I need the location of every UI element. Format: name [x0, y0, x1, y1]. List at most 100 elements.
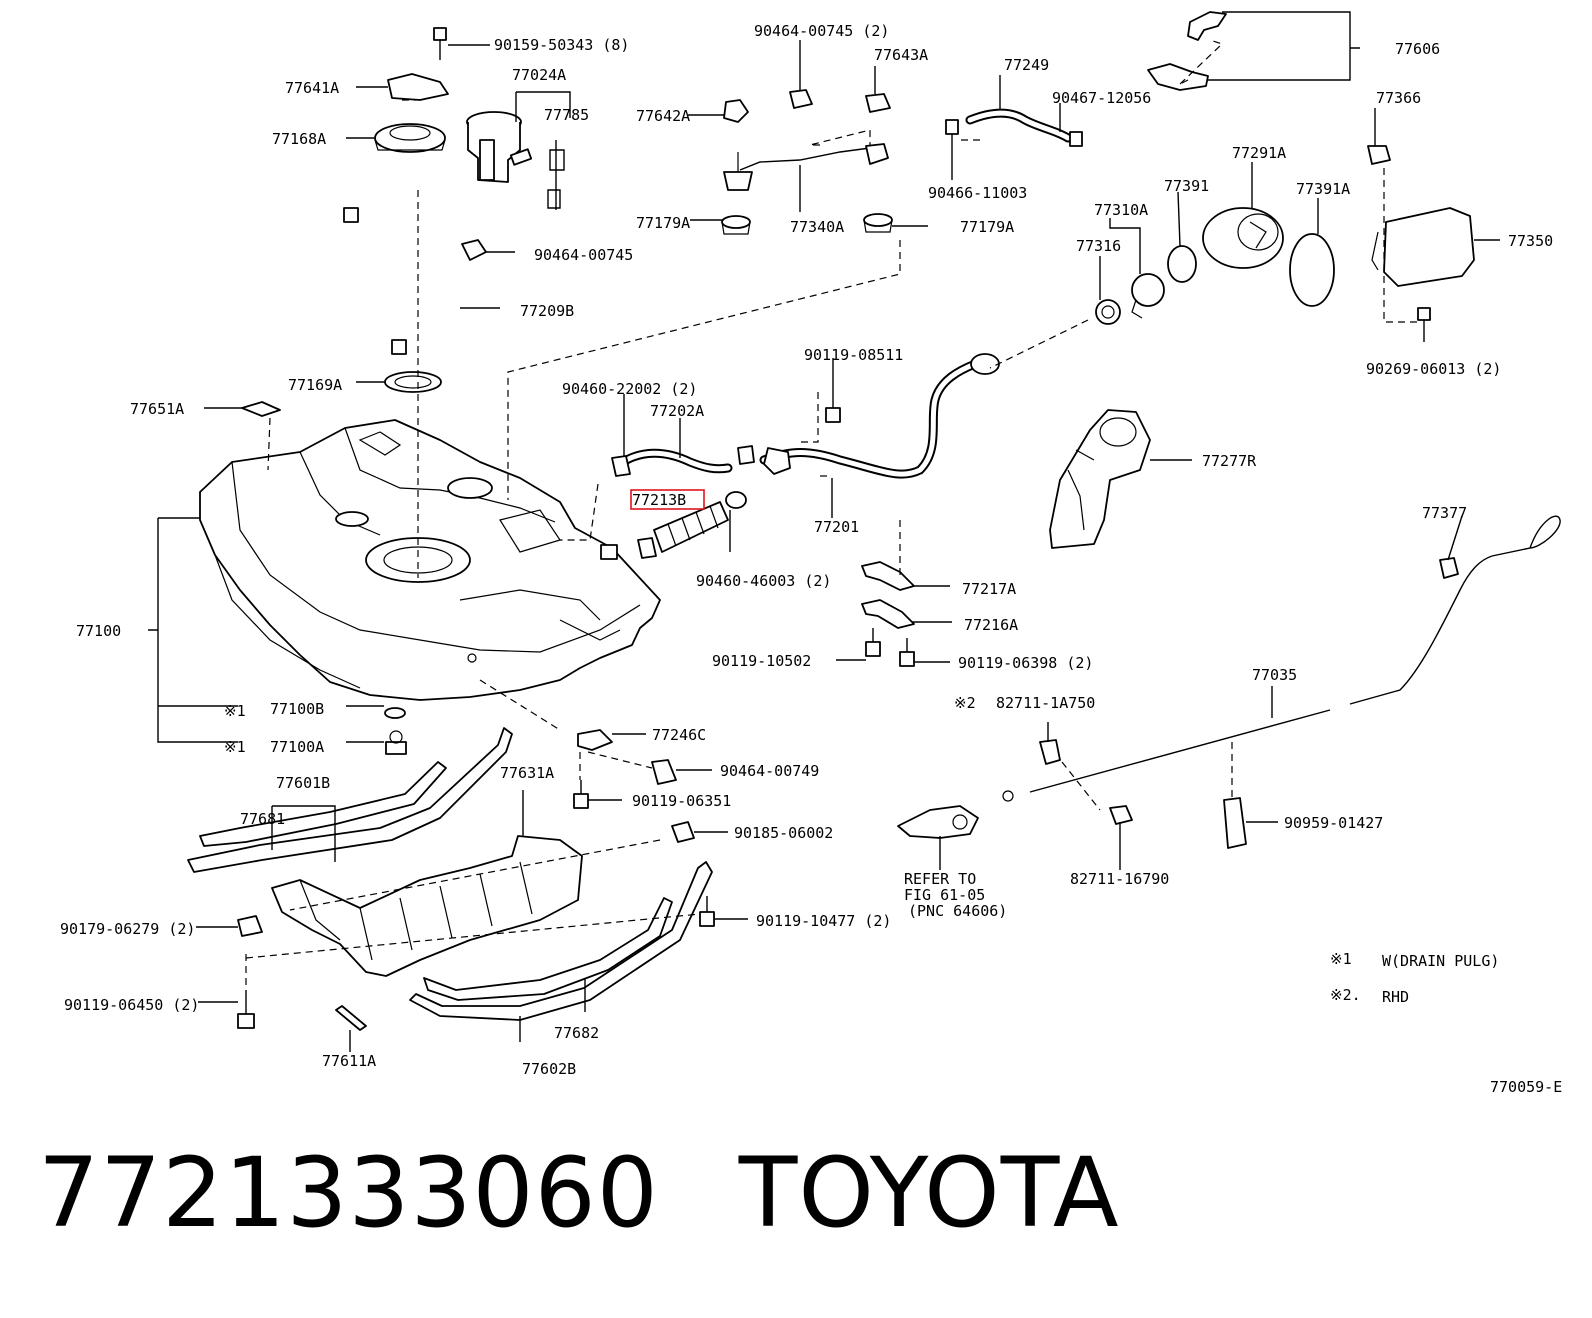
leader-lines	[148, 11, 1500, 1052]
clip-90464-00745-top[interactable]	[789, 89, 813, 109]
label-77202A: 77202A	[650, 402, 704, 420]
vent-tube-77340A[interactable]	[723, 143, 889, 191]
clip-90959[interactable]	[1223, 797, 1247, 849]
label-90464-00749: 90464-00749	[720, 762, 819, 780]
clip-77246C[interactable]	[577, 729, 613, 751]
label-77642A: 77642A	[636, 107, 690, 125]
bolt-90119-10502[interactable]	[865, 628, 881, 657]
label-77249: 77249	[1004, 56, 1049, 74]
grommet-77179A-right[interactable]	[863, 213, 893, 233]
strap-77602B[interactable]	[409, 861, 713, 1021]
label-90460-22002: 90460-22002 (2)	[562, 380, 697, 398]
label-77601B: 77601B	[276, 774, 330, 792]
alignment-dashes	[245, 39, 1418, 990]
clamp-90464-00745[interactable]	[461, 239, 487, 261]
gasket-77391A[interactable]	[1289, 233, 1335, 307]
label-77602B: 77602B	[522, 1060, 576, 1078]
bolt-90119-10477[interactable]	[699, 896, 715, 927]
bolt-90119-06398[interactable]	[899, 638, 915, 667]
label-90464-00745: 90464-00745	[534, 246, 633, 264]
tube-77209B[interactable]	[343, 207, 463, 357]
label-refer-1: REFER TO	[904, 870, 976, 888]
bracket-77606-lower[interactable]	[1147, 63, 1209, 91]
footer-part-number: 7721333060	[38, 1137, 659, 1249]
label-77216A: 77216A	[964, 616, 1018, 634]
bolt-90119-06450[interactable]	[237, 990, 255, 1029]
clamp-90466[interactable]	[945, 119, 959, 135]
fuel-door-77350[interactable]	[1371, 207, 1475, 287]
opener-cable-77035[interactable]	[1002, 515, 1561, 802]
legend-mark-2: ※2.	[1330, 986, 1361, 1004]
cap-77310A[interactable]	[1131, 273, 1165, 319]
clip-77643A[interactable]	[865, 93, 891, 113]
drain-plug-77100B[interactable]	[384, 707, 406, 719]
fuel-tank-77100[interactable]	[199, 419, 661, 701]
label-77643A: 77643A	[874, 46, 928, 64]
label-90467-12056: 90467-12056	[1052, 89, 1151, 107]
label-77179A-left: 77179A	[636, 214, 690, 232]
label-77168A: 77168A	[272, 130, 326, 148]
label-note2: ※2	[954, 694, 976, 712]
clamp-90467[interactable]	[1069, 131, 1083, 147]
label-77100B: 77100B	[270, 700, 324, 718]
gasket-77391[interactable]	[1167, 245, 1197, 283]
label-77100A: 77100A	[270, 738, 324, 756]
fuel-pump-assembly-77024A[interactable]	[466, 111, 533, 183]
bolt-90119-08511[interactable]	[825, 394, 841, 423]
grommet-77179A-left[interactable]	[721, 215, 751, 235]
label-77785: 77785	[544, 106, 589, 124]
clip-82711-16790[interactable]	[1109, 805, 1133, 825]
pin-77611A[interactable]	[335, 1005, 367, 1031]
label-82711-1A750: 82711-1A750	[996, 694, 1095, 712]
bolt-90159[interactable]	[433, 27, 447, 60]
gasket-77651A[interactable]	[241, 401, 281, 417]
bolt-90119-06351[interactable]	[573, 780, 589, 809]
clip-77377[interactable]	[1439, 557, 1459, 579]
label-90119-06398: 90119-06398 (2)	[958, 654, 1093, 672]
bracket-77217A[interactable]	[861, 561, 915, 591]
clip-77366[interactable]	[1367, 145, 1391, 165]
label-77377: 77377	[1422, 504, 1467, 522]
hose-77213B[interactable]	[653, 501, 729, 553]
bracket-77216A[interactable]	[861, 599, 915, 629]
filler-cap-77291A[interactable]	[1202, 207, 1284, 269]
label-77213B: 77213B	[632, 491, 686, 509]
gasket-77169A[interactable]	[384, 371, 442, 393]
clamp-90460-22002[interactable]	[611, 445, 755, 477]
label-77100: 77100	[76, 622, 121, 640]
strap-77681[interactable]	[199, 761, 447, 847]
cover-77641A[interactable]	[387, 73, 449, 101]
drain-plug-77100A[interactable]	[385, 730, 407, 755]
screw-90269[interactable]	[1417, 307, 1431, 321]
label-77391: 77391	[1164, 177, 1209, 195]
label-refer-2: FIG 61-05	[904, 886, 985, 904]
protector-77631A[interactable]	[271, 835, 583, 977]
lever-refer-fig-61-05[interactable]	[897, 805, 979, 839]
nut-90185[interactable]	[671, 821, 695, 843]
label-77201: 77201	[814, 518, 859, 536]
label-77169A: 77169A	[288, 376, 342, 394]
hose-77249[interactable]	[965, 108, 1073, 143]
label-90460-46003: 90460-46003 (2)	[696, 572, 831, 590]
filler-pipe-77201[interactable]	[759, 353, 1000, 479]
retainer-ring-77168A[interactable]	[374, 123, 446, 153]
label-note1-a: ※1	[224, 702, 246, 720]
legend-mark-1: ※1	[1330, 950, 1352, 968]
clamp-90460-46003[interactable]	[637, 491, 747, 559]
strap-77601B[interactable]	[187, 727, 513, 873]
bracket-77606-upper[interactable]	[1187, 11, 1227, 41]
label-82711-16790: 82711-16790	[1070, 870, 1169, 888]
label-77340A: 77340A	[790, 218, 844, 236]
strap-77682[interactable]	[423, 897, 673, 1001]
label-90464-00745-2: 90464-00745 (2)	[754, 22, 889, 40]
footer-brand: TOYOTA	[738, 1137, 1120, 1249]
lock-82711-1A750[interactable]	[1039, 739, 1061, 765]
hose-77202A[interactable]	[615, 448, 733, 474]
nut-90179[interactable]	[237, 915, 263, 937]
label-77681: 77681	[240, 810, 285, 828]
clip-90464-00749[interactable]	[651, 759, 677, 785]
vent-valve-77642A[interactable]	[723, 99, 749, 123]
gasket-77316[interactable]	[1095, 299, 1121, 325]
protector-77277R[interactable]	[1049, 409, 1151, 549]
sender-gauge-77785[interactable]	[547, 140, 565, 210]
